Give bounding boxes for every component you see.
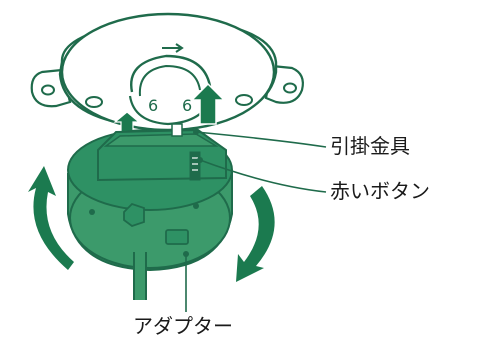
red-button-leader-line <box>199 159 327 193</box>
hook-metal-label: 引掛金具 <box>330 134 410 158</box>
contact-slot-left: 6 <box>148 96 158 115</box>
ceiling-plate-right-ear-hole <box>283 82 297 94</box>
adapter-cable <box>133 252 147 300</box>
red-button <box>189 151 201 181</box>
hook-metal <box>171 123 183 137</box>
adapter-screw-left <box>89 209 95 215</box>
adapter-socket-1 <box>123 202 145 228</box>
rotate-clockwise-icon <box>236 186 275 282</box>
ceiling-plate-slot-left <box>85 96 103 108</box>
ceiling-plate: 6 6 <box>30 12 304 132</box>
rotation-mark <box>162 43 184 53</box>
adapter-hook-top <box>103 133 219 147</box>
adapter-body <box>67 123 233 272</box>
up-arrow-large-icon <box>190 82 226 125</box>
hook-receptacle-ring-inner <box>138 64 201 97</box>
contact-slot-right: 6 <box>182 96 192 115</box>
ceiling-plate-slot-right <box>235 94 253 106</box>
adapter-label: アダプター <box>133 314 233 338</box>
hook-leader-line <box>195 131 327 148</box>
hook-receptacle-ring <box>130 54 212 93</box>
adapter-socket-2 <box>165 229 189 245</box>
rotate-counterclockwise-icon <box>28 166 74 270</box>
ceiling-plate-face <box>60 12 276 132</box>
adapter-cable-fill <box>135 252 145 300</box>
red-button-label: 赤いボタン <box>330 179 430 203</box>
adapter-screw-right <box>193 203 199 209</box>
ceiling-plate-left-ear-hole <box>41 84 55 96</box>
